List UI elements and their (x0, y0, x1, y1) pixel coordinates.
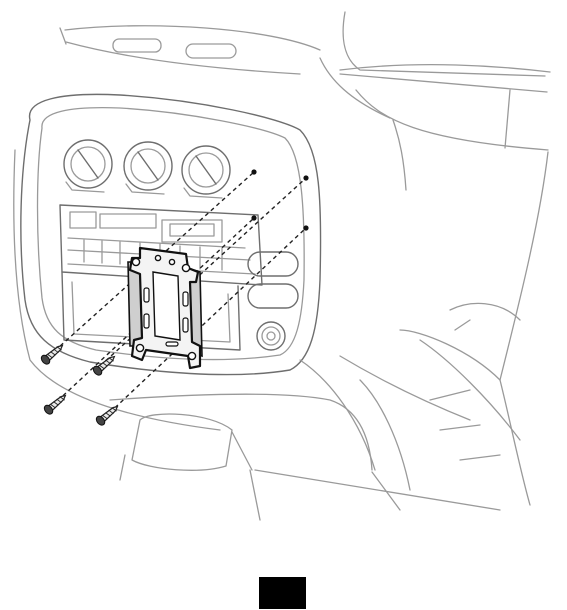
screws (40, 342, 121, 427)
screw-top-left (40, 342, 66, 366)
climate-knob-left (64, 140, 112, 192)
screw-top-right (92, 353, 118, 377)
page-marker (259, 577, 306, 609)
screw-bottom-left (43, 392, 69, 416)
climate-knob-center (124, 142, 172, 194)
climate-knob-right (182, 146, 230, 198)
mounting-bracket (128, 248, 202, 368)
car-dashboard-sketch (14, 12, 550, 520)
